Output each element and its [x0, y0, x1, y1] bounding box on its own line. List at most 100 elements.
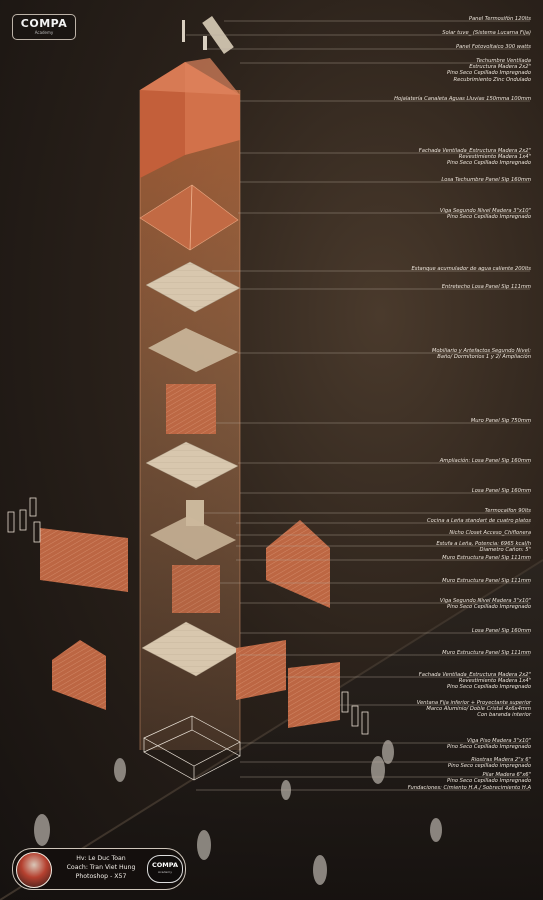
- callout-line: Pino Seco cepillado impregnado: [447, 763, 531, 770]
- callout-line: Panel Termosifón 120lts: [468, 16, 531, 22]
- ground-edge: [0, 559, 543, 900]
- callout-line: Fundaciones: Cimiento H.A./ Sobrecimient…: [407, 785, 531, 791]
- callout-label: Losa Techumbre Panel Sip 160mm: [441, 177, 531, 183]
- callout-line: Pino Seco Cepillado Impregnado: [447, 160, 531, 167]
- brand-logo: COMPA Academy: [12, 14, 76, 40]
- wall-panel-750: [166, 384, 216, 434]
- callout-label: Cocina a Leña standart de cuatro platos: [427, 518, 531, 524]
- callout-line: Recubrimiento Zinc Ondulado: [453, 76, 531, 83]
- callout-line: Mobiliario y Artefactos Segundo Nivel:: [431, 348, 531, 354]
- callout-label: Muro Panel Sip 750mm: [471, 418, 531, 424]
- leader-lines: [186, 20, 530, 791]
- facade-right-panel: [266, 520, 330, 608]
- wall-low-center: [236, 640, 286, 700]
- callout-line: Muro Estructura Panel Sip 111mm: [442, 578, 531, 584]
- kitchen-level: [150, 516, 236, 560]
- wall-structure-1: [172, 565, 220, 613]
- facade-low-right: [288, 662, 340, 728]
- callout-line: Losa Techumbre Panel Sip 160mm: [441, 177, 531, 183]
- slab-attic: [145, 261, 241, 313]
- callout-label: Ampliación: Losa Panel Sip 160mm: [440, 458, 531, 464]
- callout-line: Estructura Madera 2x2": [469, 64, 531, 71]
- callout-label: Losa Panel Sip 160mm: [472, 488, 531, 494]
- avatar: [16, 852, 52, 888]
- callout-label: Viga Segundo Nivel Madera 3"x10"Pino Sec…: [440, 208, 531, 220]
- callout-line: Con baranda interior: [477, 712, 531, 719]
- callout-line: Viga Segundo Nivel Madera 3"x10": [439, 598, 531, 604]
- callout-label: Panel Fotovoltaico 300 watts: [456, 44, 531, 50]
- callout-label: Muro Estructura Panel Sip 111mm: [442, 578, 531, 584]
- callout-line: Muro Estructura Panel Sip 111mm: [442, 650, 531, 656]
- credits-coach: Coach: Tran Viet Hung: [66, 864, 136, 871]
- callout-line: Estanque acumulador de agua caliente 200…: [411, 266, 532, 272]
- callout-line: Pino Seco Cepillado Impregnado: [447, 70, 531, 77]
- callout-label: Estanque acumulador de agua caliente 200…: [412, 266, 532, 272]
- callout-line: Muro Estructura Panel Sip 111mm: [442, 555, 531, 561]
- callout-line: Hojalatería Canaleta Aguas Lluvias 150mm…: [394, 96, 531, 102]
- callout-line: Baño/ Dormitorios 1 y 2/ Ampliación: [437, 354, 531, 361]
- callout-line: Entretecho Losa Panel Sip 111mm: [441, 284, 531, 290]
- callout-label: Fachada Ventilada_Estructura Madera 2x2"…: [419, 672, 531, 691]
- callout-label: Riostras Madera 2"x 6"Pino Seco cepillad…: [448, 757, 531, 769]
- furniture-level-2: [148, 328, 238, 372]
- credits-logo: COMPA Academy: [147, 855, 183, 883]
- callout-line: Pino Seco Cepillado Impregnado: [447, 214, 531, 221]
- callout-line: Pino Seco Cepillado Impregnado: [447, 744, 531, 751]
- callout-label: Panel Termosifón 120lts: [469, 16, 531, 22]
- callout-label: Viga Segundo Nivel Madera 3"x10"Pino Sec…: [440, 598, 531, 610]
- callout-label: Fachada Ventilada_Estructura Madera 2x2"…: [419, 148, 531, 167]
- callout-line: Pino Seco Cepillado Impregnado: [447, 604, 531, 611]
- roof-top: [140, 58, 240, 95]
- callout-label: Muro Estructura Panel Sip 111mm: [442, 555, 531, 561]
- callout-line: Fachada Ventilada_Estructura Madera 2x2": [418, 672, 531, 678]
- callout-line: Losa Panel Sip 160mm: [471, 628, 531, 634]
- callout-label: Fundaciones: Cimiento H.A./ Sobrecimient…: [408, 785, 531, 791]
- callout-line: Estufa a Leña, Potencia: 6965 kcal/h: [436, 541, 531, 547]
- foundation-frame: [143, 715, 241, 781]
- facade-left-panel: [40, 528, 128, 592]
- callout-label: Losa Panel Sip 160mm: [472, 628, 531, 634]
- brand-subtitle: Academy: [34, 30, 54, 35]
- callout-label: Hojalatería Canaleta Aguas Lluvias 150mm…: [394, 96, 531, 102]
- callout-line: Ventana Fija inferior + Proyectante supe…: [416, 700, 531, 706]
- callout-label: Mobiliario y Artefactos Segundo Nivel:Ba…: [432, 348, 531, 360]
- callout-line: Panel Fotovoltaico 300 watts: [456, 44, 531, 50]
- callout-label: Entretecho Losa Panel Sip 111mm: [442, 284, 531, 290]
- roof-structure: [139, 184, 239, 251]
- credits-logo-sub: Academy: [158, 870, 172, 874]
- callout-label: Pilar Madera 6"x6"Pino Seco Cepillado Im…: [447, 772, 531, 784]
- callout-line: Solar tuve_ (Sistema Lucarna Fija): [442, 30, 531, 36]
- callout-line: Diametro Cañon: 5": [479, 547, 531, 554]
- credits-text: Hv: Le Duc Toan Coach: Tran Viet Hung Ph…: [61, 854, 141, 881]
- callout-line: Techumbre Ventilada: [476, 58, 531, 64]
- credits-badge: Hv: Le Duc Toan Coach: Tran Viet Hung Ph…: [12, 848, 186, 890]
- callout-label: Solar tuve_ (Sistema Lucarna Fija): [442, 30, 531, 36]
- brand-name: COMPA: [20, 17, 68, 30]
- callout-line: Muro Panel Sip 750mm: [470, 418, 531, 424]
- callout-line: Fachada Ventilada_Estructura Madera 2x2": [418, 148, 531, 154]
- callout-line: Pino Seco Cepillado Impregnado: [447, 778, 531, 785]
- callout-line: Pilar Madera 6"x6": [482, 772, 531, 778]
- callout-label: Termocalfon 90lts: [485, 508, 531, 514]
- window-set-left: [7, 497, 41, 543]
- callout-line: Marco Aluminio/ Doble Cristal 4x6x4mm: [426, 706, 531, 713]
- solar-tube: [182, 20, 185, 42]
- slab-extension: [145, 441, 239, 489]
- roof-ridge: [189, 184, 193, 251]
- callout-line: Viga Segundo Nivel Madera 3"x10": [439, 208, 531, 214]
- callout-line: Pino Seco Cepillado Impregnado: [447, 684, 531, 691]
- callout-line: Losa Panel Sip 160mm: [471, 488, 531, 494]
- callout-line: Nicho Closet Acceso_Chiflonera: [449, 530, 531, 536]
- callout-label: Viga Piso Madera 3"x10"Pino Seco Cepilla…: [447, 738, 531, 750]
- callout-label: Nicho Closet Acceso_Chiflonera: [449, 530, 531, 536]
- callout-line: Riostras Madera 2"x 6": [471, 757, 531, 763]
- callout-line: Termocalfon 90lts: [484, 508, 531, 514]
- window-set-right: [341, 691, 369, 735]
- pv-panel: [203, 36, 207, 50]
- callout-label: Ventana Fija inferior + Proyectante supe…: [417, 700, 531, 719]
- callout-label: Muro Estructura Panel Sip 111mm: [442, 650, 531, 656]
- callout-line: Revestimiento Madera 1x4": [458, 678, 531, 685]
